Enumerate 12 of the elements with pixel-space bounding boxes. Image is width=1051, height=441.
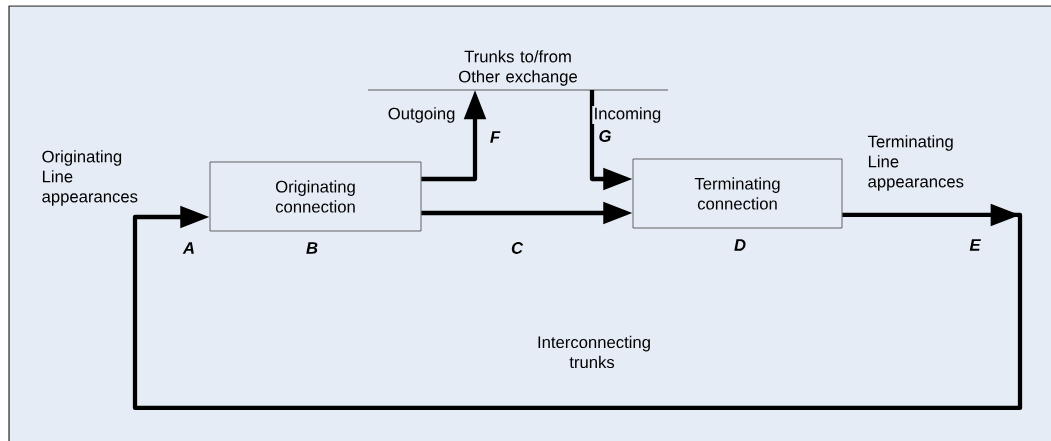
arrow: [132, 203, 1023, 411]
callout-letter: A: [182, 242, 194, 254]
callout-letter: E: [969, 239, 981, 251]
heading-text: Trunks to/from Other exchange: [459, 50, 577, 86]
annotation-text: Terminating Line appearances: [868, 135, 964, 191]
callout-letter: C: [511, 242, 524, 254]
edge-label: Interconnecting trunks: [535, 334, 650, 370]
annotation-text: Originating Line appearances: [42, 150, 138, 206]
callout-letter: F: [490, 131, 501, 143]
process-box: Originating connection: [209, 161, 422, 232]
process-box: Terminating connection: [632, 158, 843, 229]
callout-letter: G: [599, 130, 611, 142]
